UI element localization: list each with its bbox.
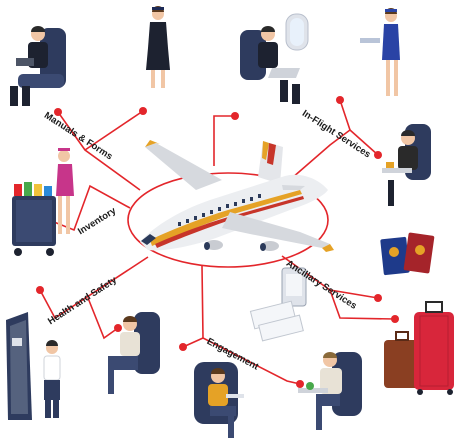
connector-health-safety xyxy=(39,256,149,320)
center-orbit xyxy=(127,172,329,268)
connector-ancillary-2 xyxy=(329,289,396,320)
node xyxy=(114,324,122,332)
reading-woman-illustration xyxy=(194,362,244,438)
connector-top-mid xyxy=(213,115,235,166)
plane-wing-left xyxy=(145,143,222,190)
node xyxy=(231,112,239,120)
meal-passenger-illustration xyxy=(382,124,431,206)
boarding-pass-illustration xyxy=(249,267,307,342)
passenger-seat-illustration xyxy=(10,26,66,106)
luggage-illustration xyxy=(384,301,454,395)
stewardess-illustration xyxy=(146,6,170,88)
node xyxy=(374,151,382,159)
laptop-passenger-illustration xyxy=(240,13,309,104)
airplane-illustration xyxy=(140,140,334,252)
stewardess-tray-illustration xyxy=(360,8,400,96)
cart-stewardess-illustration xyxy=(12,148,74,256)
node xyxy=(336,96,344,104)
aircraft-door-illustration xyxy=(6,312,61,420)
man-eating-illustration xyxy=(298,352,362,430)
node xyxy=(36,286,44,294)
node xyxy=(54,108,62,116)
passports-illustration xyxy=(380,232,435,276)
connector-top-left xyxy=(84,110,144,151)
node xyxy=(139,107,147,115)
connector-inflight xyxy=(291,99,351,179)
connector-health-2 xyxy=(87,297,119,340)
connector-engagement xyxy=(201,265,301,385)
seated-woman-illustration xyxy=(108,312,160,394)
node xyxy=(391,315,399,323)
node xyxy=(374,294,382,302)
node xyxy=(179,343,187,351)
connector-inflight-2 xyxy=(349,129,379,156)
node xyxy=(296,380,304,388)
plane-wing-right xyxy=(222,212,330,248)
